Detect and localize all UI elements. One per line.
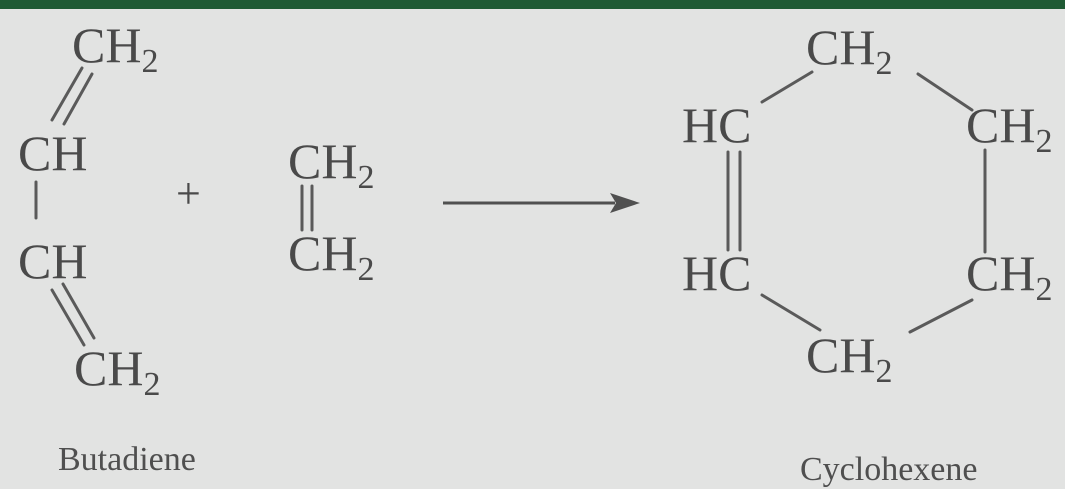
double-bond-line-c [50,288,86,347]
ring-bond-bottom-left [760,293,822,332]
cyclohexene-top-label: CH2 [806,19,892,82]
double-bond-line-b [62,72,94,126]
double-bond-line-d [61,282,96,340]
cyclohexene-caption: Cyclohexene [800,451,978,488]
top-band [0,0,1065,9]
cyclohexene-hc-upper-label: HC [682,97,751,153]
reaction-arrow [443,193,640,213]
ethylene-c1-label: CH2 [288,133,374,196]
butadiene-c4-label: CH2 [74,340,160,403]
ring-bond-top-left [760,70,814,104]
ethylene-molecule: CH2 CH2 [288,133,374,288]
cyclohexene-right-upper-label: CH2 [966,97,1052,160]
ring-bond-bottom-right [908,298,974,334]
cyclohexene-molecule: CH2 HC CH2 HC CH2 CH2 Cyclohexene [682,19,1052,488]
ring-bond-top-right [916,72,974,112]
butadiene-c3-label: CH [18,233,87,289]
plus-sign: + [176,169,201,218]
double-bond-line-a [50,66,84,122]
butadiene-c2-label: CH [18,125,87,181]
arrow-head [610,193,640,213]
butadiene-molecule: CH2 CH CH CH2 Butadiene [18,17,196,478]
butadiene-caption: Butadiene [58,441,196,478]
ethylene-c2-label: CH2 [288,225,374,288]
cyclohexene-right-lower-label: CH2 [966,245,1052,308]
cyclohexene-bottom-label: CH2 [806,327,892,390]
butadiene-c1-label: CH2 [72,17,158,80]
cyclohexene-hc-lower-label: HC [682,245,751,301]
